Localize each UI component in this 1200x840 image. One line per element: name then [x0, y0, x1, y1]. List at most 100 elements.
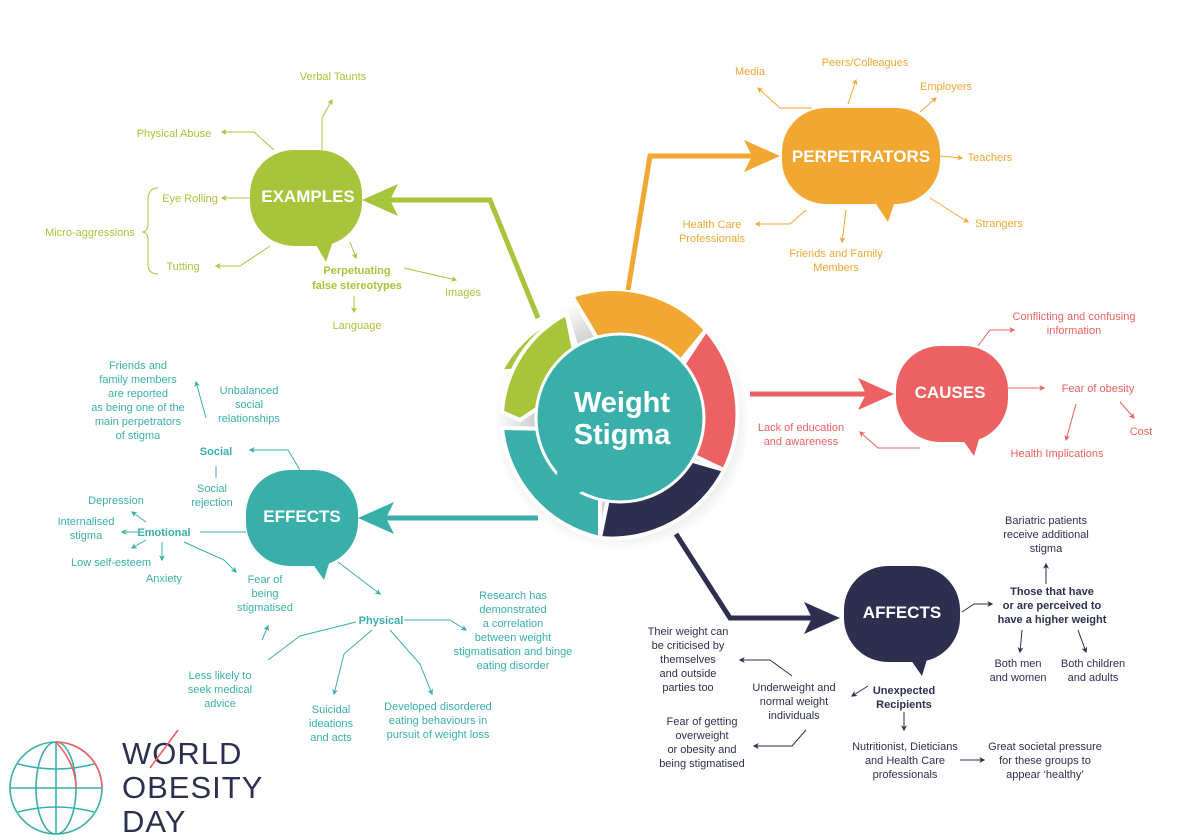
perpetrators-employers: Employers	[920, 81, 972, 93]
affects-title: AFFECTS	[863, 603, 941, 622]
causes-bubble-tail	[960, 436, 980, 456]
effects-low-self-esteem: Low self-esteem	[71, 557, 151, 569]
perpetrators-hcp-line2: Professionals	[679, 233, 746, 245]
examples-bubble	[250, 150, 362, 246]
affects-criticised-line2: be criticised by	[652, 640, 725, 652]
effects-research-line3: a correlation	[483, 618, 544, 630]
affects-children-line2: and adults	[1068, 672, 1119, 684]
affects-unexpected-line1: Unexpected	[873, 685, 935, 697]
logo-line3: DAY	[122, 804, 186, 839]
logo-line2: OBESITY	[122, 770, 263, 805]
causes-conflicting-line2: information	[1047, 325, 1101, 337]
causes-lack-line2: and awareness	[764, 436, 839, 448]
perpetrators-branch: PERPETRATORS Media Peers/Colleagues Empl…	[679, 57, 1023, 274]
perpetrators-hcp-line1: Health Care	[683, 219, 742, 231]
effects-friends-line6: of stigma	[116, 430, 162, 442]
effects-fear-line2: being	[252, 588, 279, 600]
effects-anxiety: Anxiety	[146, 573, 183, 585]
affects-bariatric-line1: Bariatric patients	[1005, 515, 1087, 527]
affects-higher-line2: or are perceived to	[1003, 600, 1102, 612]
effects-friends-line4: as being one of the	[91, 402, 185, 414]
affects-fear-line3: or obesity and	[667, 744, 736, 756]
effects-bubble-tail	[310, 560, 330, 580]
arrow-head-effects	[358, 502, 394, 534]
hub-segment-examples-lower	[499, 310, 583, 423]
affects-children-line1: Both children	[1061, 658, 1125, 670]
affects-higher-line1: Those that have	[1010, 586, 1094, 598]
affects-nutritionist-line3: professionals	[873, 769, 938, 781]
perpetrators-bubble	[782, 108, 940, 204]
causes-cost: Cost	[1130, 426, 1153, 438]
perpetrators-friends-line2: Members	[813, 262, 859, 274]
hub-bubble	[534, 332, 706, 504]
affects-criticised-line3: themselves	[660, 654, 716, 666]
center-title-line2: Stigma	[574, 419, 672, 451]
effects-suicidal-line1: Suicidal	[312, 704, 351, 716]
effects-social: Social	[200, 446, 232, 458]
affects-underweight-line3: individuals	[768, 710, 820, 722]
effects-unbalanced-line3: relationships	[218, 413, 280, 425]
effects-social-rejection-line2: rejection	[191, 497, 233, 509]
causes-title: CAUSES	[915, 383, 986, 402]
effects-internalised-line1: Internalised	[58, 516, 115, 528]
logo-accent-stroke	[149, 729, 179, 769]
affects-fear-line4: being stigmatised	[659, 758, 745, 770]
arrow-head-perpetrators	[744, 140, 780, 172]
affects-unexpected-line2: Recipients	[876, 699, 932, 711]
affects-criticised-line5: parties too	[662, 682, 713, 694]
effects-suicidal-line2: ideations	[309, 718, 354, 730]
effects-research-line1: Research has	[479, 590, 547, 602]
effects-friends-line1: Friends and	[109, 360, 167, 372]
effects-research-line4: between weight	[475, 632, 551, 644]
effects-less-likely-line2: seek medical	[188, 684, 252, 696]
arrow-to-perpetrators	[625, 153, 756, 291]
effects-less-likely-line3: advice	[204, 698, 236, 710]
logo-line1: WORLD	[122, 736, 242, 771]
affects-bariatric-line3: stigma	[1030, 543, 1063, 555]
effects-social-rejection-line1: Social	[197, 483, 227, 495]
examples-physical-abuse: Physical Abuse	[137, 128, 212, 140]
affects-higher-line3: have a higher weight	[998, 614, 1107, 626]
center-title-line1: Weight	[574, 387, 670, 419]
examples-perpetuating-line1: Perpetuating	[323, 265, 390, 277]
examples-verbal-taunts: Verbal Taunts	[300, 71, 367, 83]
affects-underweight-line1: Underweight and	[752, 682, 835, 694]
affects-branch: AFFECTS Bariatric patients receive addit…	[648, 515, 1125, 781]
causes-branch: CAUSES Conflicting and confusing informa…	[758, 311, 1152, 460]
effects-research-line2: demonstrated	[479, 604, 546, 616]
effects-title: EFFECTS	[263, 507, 340, 526]
affects-bubble	[844, 566, 960, 662]
arrow-to-affects	[673, 532, 818, 621]
globe-icon	[9, 741, 103, 835]
affects-pressure-line1: Great societal pressure	[988, 741, 1102, 753]
affects-pressure-line3: appear ‘healthy’	[1006, 769, 1084, 781]
causes-conflicting-line1: Conflicting and confusing	[1013, 311, 1136, 323]
effects-internalised-line2: stigma	[70, 530, 103, 542]
effects-friends-line2: family members	[99, 374, 177, 386]
effects-emotional: Emotional	[137, 527, 190, 539]
effects-friends-line3: are reported	[108, 388, 168, 400]
world-obesity-day-logo: WORLD OBESITY DAY	[9, 729, 263, 839]
effects-suicidal-line3: and acts	[310, 732, 352, 744]
affects-fear-line2: overweight	[675, 730, 728, 742]
effects-disordered-line1: Developed disordered	[384, 701, 492, 713]
perpetrators-teachers: Teachers	[968, 152, 1013, 164]
affects-bubble-tail	[908, 656, 928, 676]
examples-title: EXAMPLES	[261, 187, 355, 206]
effects-research-line6: eating disorder	[477, 660, 550, 672]
hub-bubble-tail	[548, 470, 586, 506]
examples-perpetuating-line2: false stereotypes	[312, 280, 402, 292]
affects-nutritionist-line2: and Health Care	[865, 755, 945, 767]
affects-fear-line1: Fear of getting	[667, 716, 738, 728]
examples-tutting: Tutting	[166, 261, 199, 273]
examples-micro-aggressions: Micro-aggressions	[45, 227, 135, 239]
perpetrators-peers: Peers/Colleagues	[822, 57, 909, 69]
examples-images: Images	[445, 287, 482, 299]
affects-nutritionist-line1: Nutritionist, Dieticians	[852, 741, 958, 753]
arrow-head-affects	[804, 602, 840, 634]
effects-fear-line1: Fear of	[248, 574, 284, 586]
causes-bubble	[896, 346, 1008, 442]
arrow-to-examples	[376, 197, 541, 319]
